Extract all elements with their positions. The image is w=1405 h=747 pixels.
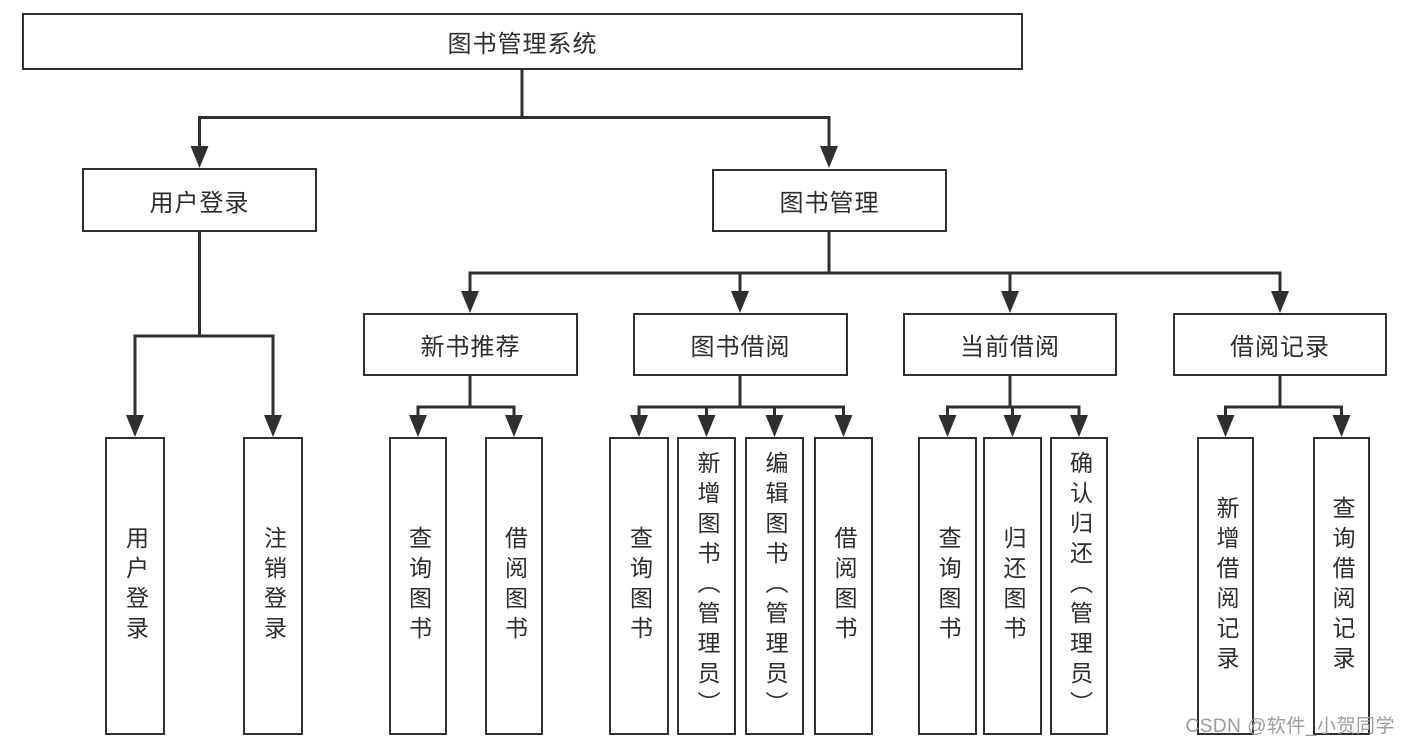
arrowhead	[409, 415, 427, 437]
node-label: 新书推荐	[420, 334, 521, 361]
arrowhead	[190, 146, 209, 168]
node-label: 查询图书	[935, 526, 961, 646]
arrowhead	[1001, 291, 1019, 313]
node-label: 当前借阅	[960, 334, 1060, 361]
node-label: 查询借阅记录	[1329, 496, 1355, 676]
connector-book-borrow-children	[637, 376, 845, 415]
node-label: 新增借阅记录	[1213, 496, 1239, 676]
leaf-user-login: 用户登录	[105, 437, 165, 735]
arrowhead	[1271, 291, 1289, 313]
arrowhead	[461, 291, 479, 313]
node-label: 编辑图书（管理员）	[762, 451, 788, 721]
arrowhead	[820, 146, 838, 168]
arrowhead	[1070, 415, 1088, 437]
node-borrow-records: 借阅记录	[1173, 313, 1387, 376]
connector-book-mgmt-children	[468, 232, 1282, 291]
node-label: 确认归还（管理员）	[1066, 451, 1093, 721]
leaf-edit-books-admin: 编辑图书（管理员）	[745, 437, 804, 735]
leaf-query-borrow-record: 查询借阅记录	[1313, 437, 1370, 735]
arrowhead	[126, 415, 144, 437]
leaf-borrow-books-recommend: 借阅图书	[485, 437, 543, 735]
leaf-query-books-recommend: 查询图书	[389, 437, 447, 735]
leaf-add-books-admin: 新增图书（管理员）	[677, 437, 736, 735]
node-label: 借阅记录	[1230, 334, 1330, 361]
node-label: 注销登录	[260, 526, 287, 646]
node-label: 查询图书	[405, 526, 432, 646]
node-user-login: 用户登录	[82, 168, 317, 232]
arrowhead	[1216, 415, 1235, 437]
leaf-borrow-books: 借阅图书	[814, 437, 873, 735]
node-book-borrowing: 图书借阅	[633, 313, 848, 376]
node-label: 查询图书	[626, 526, 653, 646]
node-label: 借阅图书	[831, 526, 857, 646]
node-library-system: 图书管理系统	[22, 13, 1023, 70]
leaf-query-books-borrow: 查询图书	[609, 437, 669, 735]
connector-user-login-children	[133, 232, 275, 415]
arrowhead	[697, 415, 716, 437]
arrowhead	[938, 415, 957, 437]
node-label: 用户登录	[149, 189, 250, 217]
node-label: 用户登录	[122, 526, 149, 646]
node-label: 新增图书（管理员）	[694, 451, 720, 721]
node-current-borrowing: 当前借阅	[903, 313, 1117, 376]
node-new-book-recommend: 新书推荐	[363, 313, 578, 376]
leaf-logout: 注销登录	[243, 437, 303, 735]
node-label: 借阅图书	[501, 526, 528, 646]
arrowhead	[264, 415, 282, 437]
csdn-watermark: CSDN @软件_小贺同学	[1185, 716, 1395, 737]
node-label: 图书管理系统	[447, 31, 598, 58]
arrowhead	[765, 415, 784, 437]
node-label: 归还图书	[1000, 526, 1026, 646]
arrowhead	[1003, 415, 1022, 437]
connector-borrow-records-children	[1224, 376, 1343, 415]
connector-new-books-children	[416, 376, 516, 415]
node-book-management: 图书管理	[712, 169, 947, 232]
connector-current-borrow-children	[946, 376, 1081, 415]
leaf-query-books-current: 查询图书	[918, 437, 977, 735]
arrowhead	[630, 415, 648, 437]
arrowhead	[731, 291, 749, 313]
arrowhead	[1332, 415, 1351, 437]
node-label: 图书管理	[779, 190, 880, 217]
connector-root-to-level2	[198, 70, 831, 146]
leaf-add-borrow-record: 新增借阅记录	[1197, 437, 1254, 735]
arrowhead	[834, 415, 853, 437]
leaf-confirm-return-admin: 确认归还（管理员）	[1050, 437, 1108, 735]
node-label: 图书借阅	[690, 334, 791, 361]
arrowhead	[505, 415, 523, 437]
leaf-return-books: 归还图书	[983, 437, 1042, 735]
